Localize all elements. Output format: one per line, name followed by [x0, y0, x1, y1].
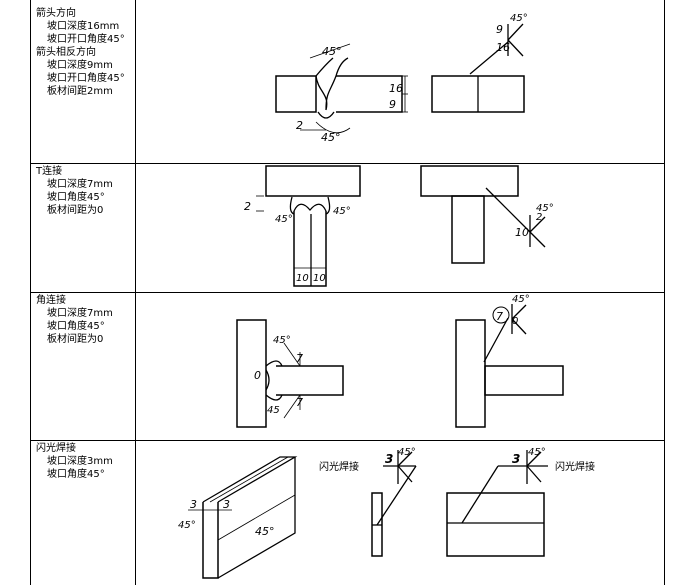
- dimension-label: 7: [296, 396, 303, 409]
- symbol-label: 0: [512, 316, 518, 327]
- row-item: 坡口深度9mm: [47, 60, 113, 71]
- symbol-label: 16: [496, 41, 510, 54]
- row-item: 坡口深度16mm: [47, 21, 120, 32]
- row-item: 坡口深度7mm: [47, 179, 113, 190]
- row-item: 坡口角度45°: [47, 192, 105, 203]
- dimension-label: 9: [389, 98, 396, 111]
- symbol-label: 45°: [536, 203, 554, 214]
- flash-symbol-drawing-right: [446, 450, 548, 557]
- symbol-note: 闪光焊接: [319, 460, 359, 473]
- arrow-side-cross-section: [275, 43, 408, 134]
- row-arrow-description: 箭头方向 坡口深度16mm 坡口开口角度45° 箭头相反方向 坡口深度9mm 坡…: [36, 7, 125, 98]
- row-item: 坡口角度45°: [47, 469, 105, 480]
- symbol-label: 45°: [398, 447, 416, 458]
- row-item: 坡口开口角度45°: [47, 73, 125, 84]
- row-title: 箭头相反方向: [36, 47, 96, 58]
- dimension-label: 45: [267, 405, 280, 416]
- row-title: 箭头方向: [36, 8, 76, 19]
- symbol-label: 10: [515, 226, 529, 239]
- symbol-label: 7: [496, 310, 503, 323]
- dimension-label: 3: [223, 498, 230, 511]
- symbol-label: 9: [496, 23, 503, 36]
- symbol-note: 闪光焊接: [555, 460, 595, 473]
- symbol-label: 45°: [512, 294, 530, 305]
- dimension-label: 10: [296, 273, 309, 284]
- row-flash-description: 闪光焊接 坡口深度3mm 坡口角度45°: [36, 442, 113, 481]
- dimension-label: 0: [254, 369, 261, 382]
- row-divider: [30, 163, 665, 164]
- row-divider: [30, 292, 665, 293]
- row-corner-description: 角连接 坡口深度7mm 坡口角度45° 板材间距为0: [36, 294, 113, 346]
- row-divider: [30, 440, 665, 441]
- dimension-label: 45°: [255, 525, 275, 538]
- row-title: 闪光焊接: [36, 443, 76, 454]
- dimension-label: 2: [296, 119, 303, 132]
- dimension-label: 2: [244, 200, 251, 213]
- dimension-label: 45°: [178, 520, 196, 531]
- symbol-label: 3: [385, 452, 393, 466]
- symbol-label: 2: [536, 212, 542, 223]
- corner-symbol-drawing: [455, 304, 564, 428]
- dimension-label: 45°: [275, 214, 293, 225]
- dimension-label: 45°: [273, 335, 291, 346]
- row-tjoint-description: T连接 坡口深度7mm 坡口角度45° 板材间距为0: [36, 165, 113, 217]
- row-item: 板材间距为0: [47, 205, 104, 216]
- dimension-label: 10: [313, 273, 326, 284]
- corner-cross-section: [236, 319, 344, 428]
- dimension-label: 45°: [322, 45, 342, 58]
- dimension-label: 16: [389, 82, 403, 95]
- row-item: 坡口角度45°: [47, 321, 105, 332]
- flash-isometric-drawing: [188, 456, 298, 579]
- row-item: 板材间距2mm: [47, 86, 113, 97]
- dimension-label: 7: [296, 352, 303, 365]
- symbol-label: 3: [512, 452, 520, 466]
- dimension-label: 45°: [321, 131, 341, 144]
- arrow-side-symbol-drawing: [431, 23, 525, 113]
- row-title: 角连接: [36, 295, 66, 306]
- row-item: 坡口深度7mm: [47, 308, 113, 319]
- row-title: T连接: [36, 166, 63, 177]
- symbol-label: 45°: [528, 447, 546, 458]
- row-item: 坡口深度3mm: [47, 456, 113, 467]
- row-item: 坡口开口角度45°: [47, 34, 125, 45]
- flash-symbol-drawing-left: [371, 450, 417, 557]
- dimension-label: 3: [190, 498, 197, 511]
- symbol-label: 45°: [510, 13, 528, 24]
- dimension-label: 45°: [333, 206, 351, 217]
- tjoint-cross-section: [256, 165, 361, 287]
- row-item: 板材间距为0: [47, 334, 104, 345]
- tjoint-symbol-drawing: [420, 165, 546, 264]
